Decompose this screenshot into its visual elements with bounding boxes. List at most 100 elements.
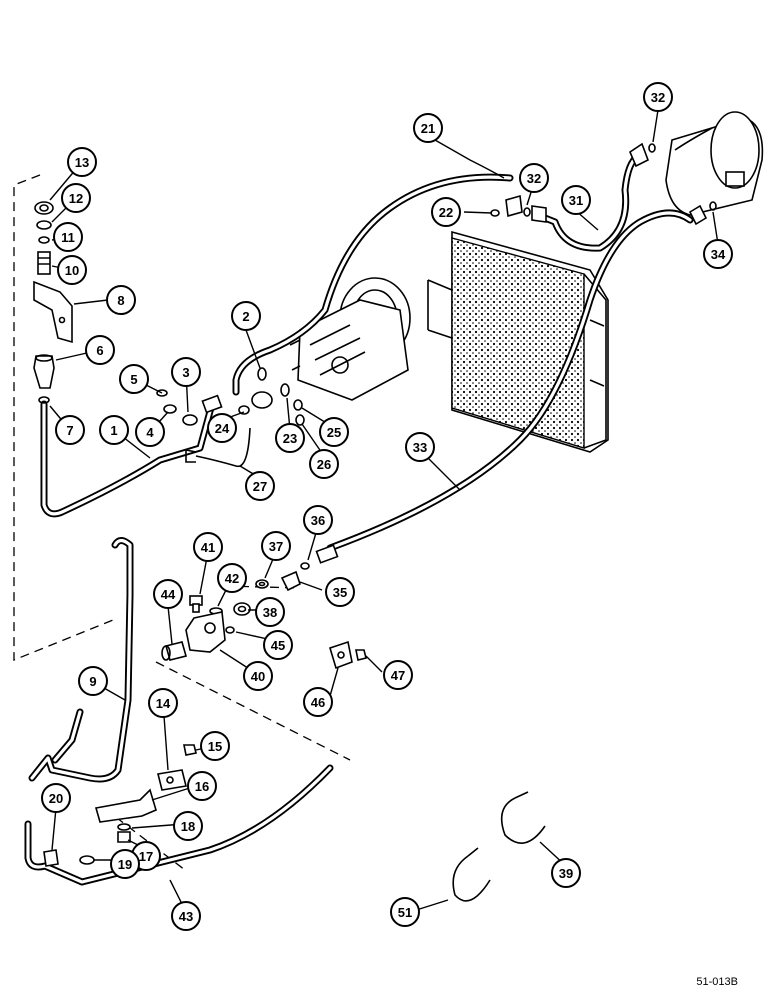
callout-label: 5	[130, 372, 137, 387]
callout-label: 7	[66, 423, 73, 438]
callout-label: 9	[89, 674, 96, 689]
callout-label: 39	[559, 866, 573, 881]
callout-8: 8	[106, 285, 136, 315]
callout-label: 32	[651, 90, 665, 105]
callout-circle	[53, 222, 83, 252]
callout-13: 13	[67, 147, 97, 177]
callout-circle	[561, 185, 591, 215]
callout-label: 25	[327, 425, 341, 440]
callout-circle	[110, 849, 140, 879]
callout-label: 44	[161, 587, 176, 602]
callout-26: 26	[309, 449, 339, 479]
callout-16: 16	[187, 771, 217, 801]
callout-35: 35	[325, 577, 355, 607]
callout-circle	[275, 423, 305, 453]
callout-23: 23	[275, 423, 305, 453]
callout-label: 31	[569, 193, 583, 208]
callout-label: 38	[263, 605, 277, 620]
callout-label: 22	[439, 205, 453, 220]
callout-51: 51	[390, 897, 420, 927]
callout-label: 51	[398, 905, 412, 920]
callout-circle	[193, 532, 223, 562]
callout-37: 37	[261, 531, 291, 561]
callout-circle	[99, 415, 129, 445]
callout-circle	[135, 417, 165, 447]
callout-label: 14	[156, 696, 171, 711]
callout-label: 36	[311, 513, 325, 528]
callout-label: 1	[110, 423, 117, 438]
callout-label: 3	[182, 365, 189, 380]
callout-11: 11	[53, 222, 83, 252]
callout-label: 34	[711, 247, 726, 262]
callout-circle	[78, 666, 108, 696]
callout-label: 16	[195, 779, 209, 794]
callout-36: 36	[303, 505, 333, 535]
callout-22: 22	[431, 197, 461, 227]
callout-circle	[148, 688, 178, 718]
condenser	[427, 230, 609, 453]
callout-circle	[171, 357, 201, 387]
callout-15: 15	[200, 731, 230, 761]
callout-circle	[187, 771, 217, 801]
callout-27: 27	[245, 471, 275, 501]
callout-label: 26	[317, 457, 331, 472]
callout-label: 33	[413, 440, 427, 455]
callout-label: 2	[242, 309, 249, 324]
callout-10: 10	[57, 255, 87, 285]
callout-3: 3	[171, 357, 201, 387]
callout-label: 43	[179, 909, 193, 924]
receiver-drier	[665, 111, 764, 216]
callout-label: 4	[146, 425, 154, 440]
callout-circle	[61, 183, 91, 213]
callout-label: 47	[391, 668, 405, 683]
callout-18: 18	[173, 811, 203, 841]
callout-circle	[200, 731, 230, 761]
callout-circle	[405, 432, 435, 462]
callout-circle	[231, 301, 261, 331]
callout-label: 11	[61, 230, 75, 245]
callout-circle	[261, 531, 291, 561]
callout-45: 45	[263, 630, 293, 660]
callout-circle	[245, 471, 275, 501]
callout-circle	[383, 660, 413, 690]
callout-6: 6	[85, 335, 115, 365]
callout-label: 32	[527, 171, 541, 186]
callout-42: 42	[217, 563, 247, 593]
callout-20: 20	[41, 783, 71, 813]
callout-38: 38	[255, 597, 285, 627]
callout-circle	[309, 449, 339, 479]
callout-circle	[519, 163, 549, 193]
callout-circle	[413, 113, 443, 143]
callout-label: 42	[225, 571, 239, 586]
callout-25: 25	[319, 417, 349, 447]
callout-5: 5	[119, 364, 149, 394]
callout-19: 19	[110, 849, 140, 879]
callout-circle	[431, 197, 461, 227]
callout-circle	[207, 413, 237, 443]
callout-circle	[255, 597, 285, 627]
callout-label: 40	[251, 669, 265, 684]
callout-circle	[57, 255, 87, 285]
callout-circle	[319, 417, 349, 447]
callout-circle	[703, 239, 733, 269]
callout-label: 18	[181, 819, 195, 834]
callout-label: 15	[208, 739, 222, 754]
callout-label: 46	[311, 695, 325, 710]
callout-9: 9	[78, 666, 108, 696]
callout-label: 8	[117, 293, 124, 308]
callout-label: 27	[253, 479, 267, 494]
callout-label: 20	[49, 791, 63, 806]
callout-label: 6	[96, 343, 103, 358]
compressor	[289, 277, 411, 401]
callout-7: 7	[55, 415, 85, 445]
callout-label: 24	[215, 421, 230, 436]
callout-47: 47	[383, 660, 413, 690]
callout-circle	[303, 687, 333, 717]
callout-label: 45	[271, 638, 285, 653]
callout-32: 32	[519, 163, 549, 193]
small-parts	[33, 142, 717, 902]
callout-40: 40	[243, 661, 273, 691]
callout-circle	[67, 147, 97, 177]
